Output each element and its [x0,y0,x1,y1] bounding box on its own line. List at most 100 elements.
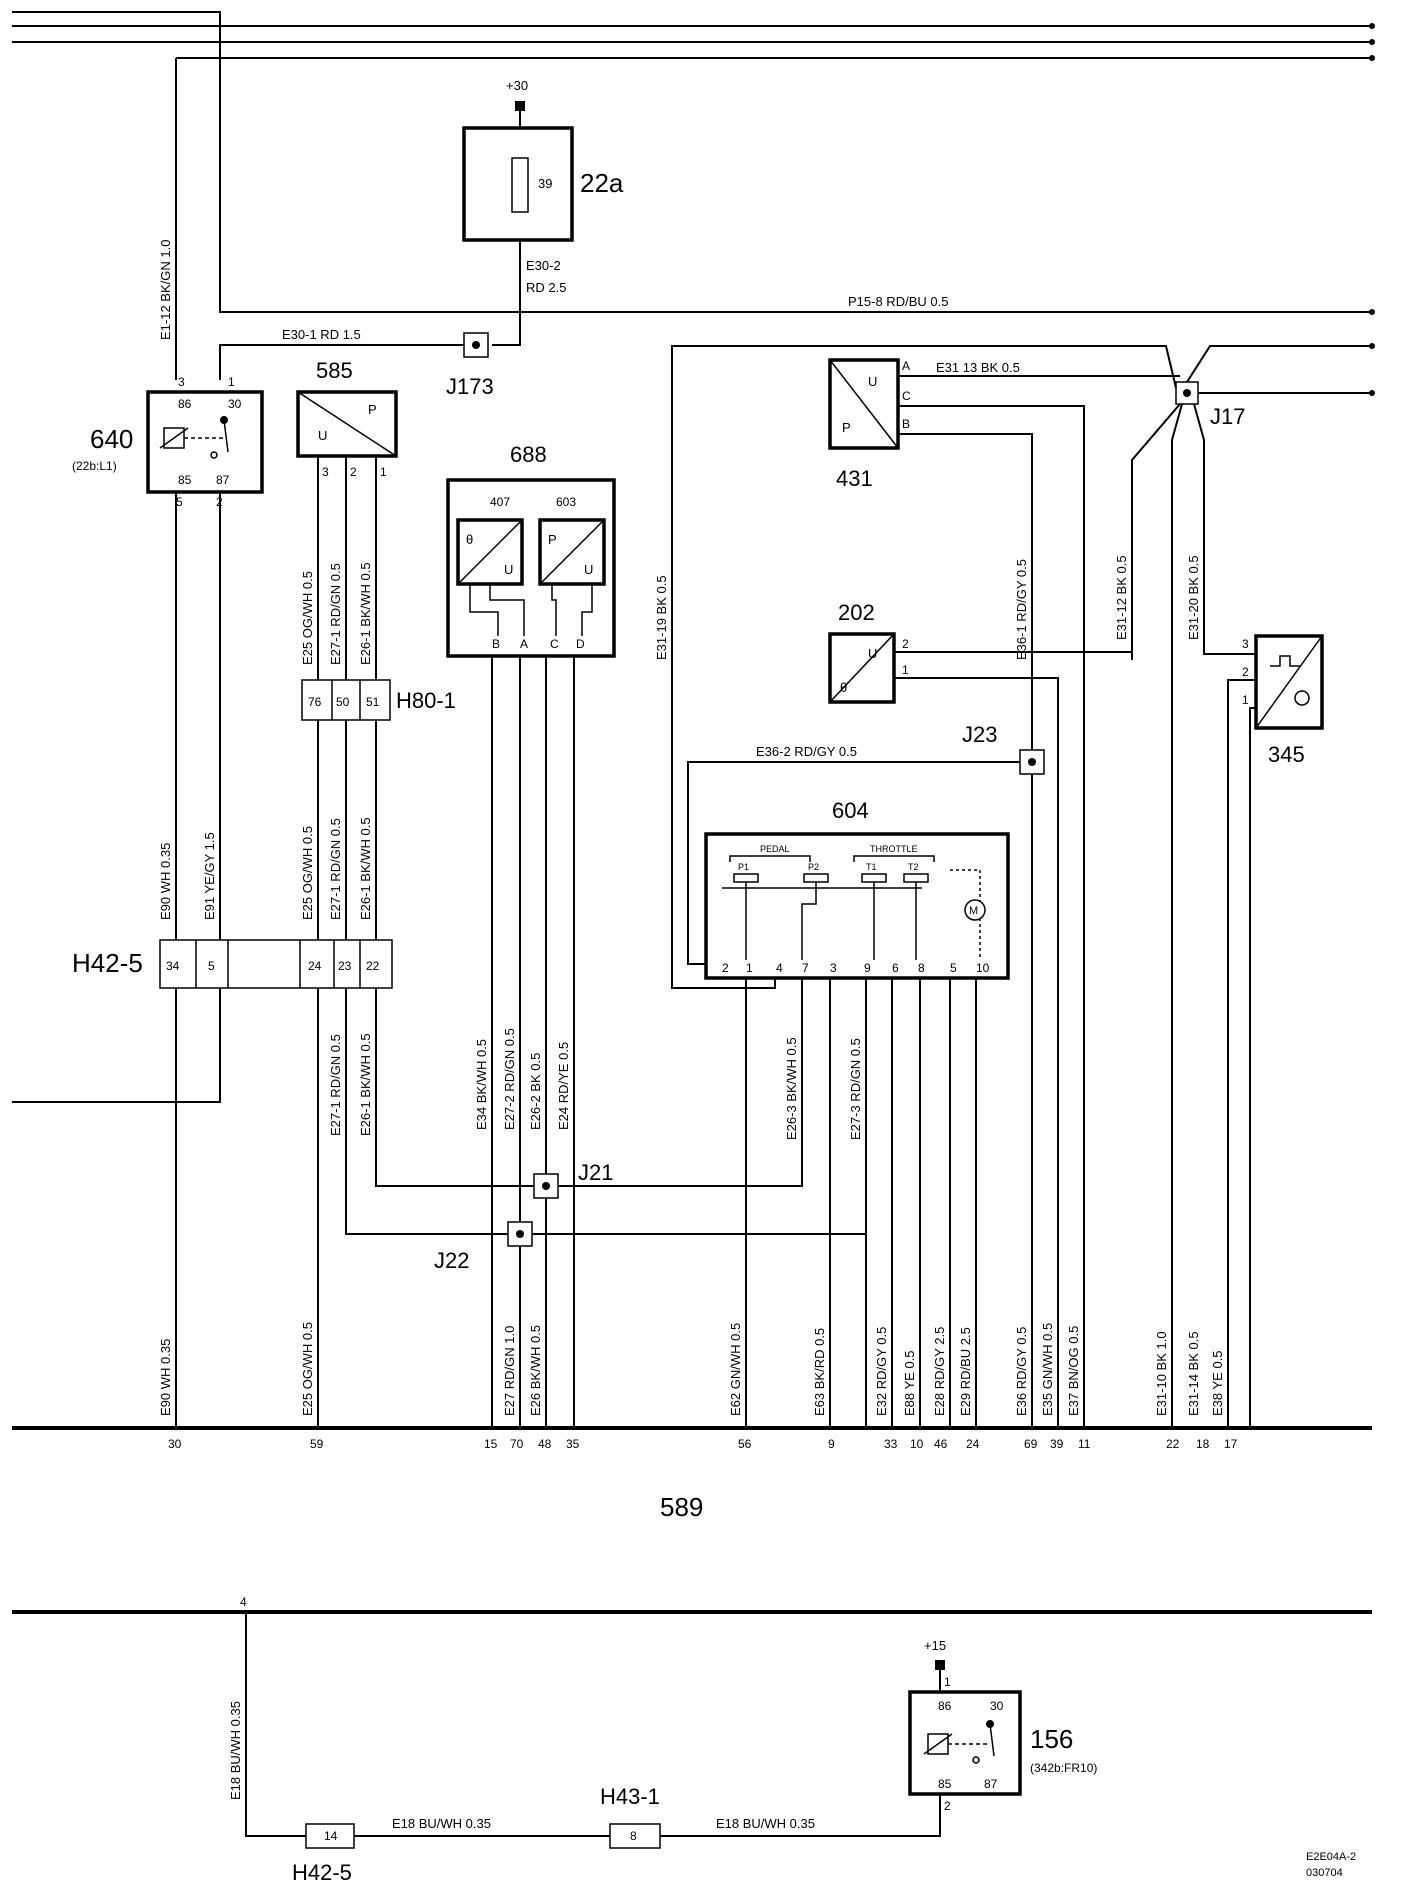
svg-text:48: 48 [538,1437,552,1451]
svg-text:U: U [868,374,877,389]
wire-label: E31-20 BK 0.5 [1186,555,1201,640]
bus-pin: 4 [240,1595,247,1609]
svg-text:P1: P1 [738,862,749,872]
svg-text:M: M [969,905,978,917]
bus-pin-numbers: 30 59 15 70 48 35 56 9 33 10 46 24 69 39… [168,1437,1238,1451]
svg-text:J22: J22 [434,1248,469,1273]
svg-text:B: B [902,417,910,431]
svg-text:202: 202 [838,600,875,625]
svg-text:θ: θ [466,532,473,547]
svg-text:8: 8 [918,961,925,975]
svg-text:87: 87 [984,1777,998,1791]
svg-text:69: 69 [1024,1437,1038,1451]
wire-label: E27-1 RD/GN 0.5 [328,818,343,920]
svg-text:33: 33 [884,1437,898,1451]
wire-label: E31 13 BK 0.5 [936,360,1020,375]
wire-label: E88 YE 0.5 [902,1350,917,1416]
wire-label: E25 OG/WH 0.5 [300,571,315,665]
svg-text:A: A [902,359,910,373]
wire-label: E26-1 BK/WH 0.5 [358,817,373,920]
wire-label: E27-1 RD/GN 0.5 [328,1034,343,1136]
wire-label: E26-2 BK 0.5 [528,1053,543,1130]
svg-text:J21: J21 [578,1160,613,1185]
svg-text:T1: T1 [866,862,877,872]
svg-text:156: 156 [1030,1724,1073,1754]
wire-label: E18 BU/WH 0.35 [228,1701,243,1800]
svg-text:5: 5 [176,495,183,509]
wire-e30-1 [219,344,464,380]
svg-text:THROTTLE: THROTTLE [870,844,918,854]
svg-text:24: 24 [308,959,322,973]
svg-text:H42-5: H42-5 [72,948,143,978]
svg-text:P: P [548,532,557,547]
wire-label: E90 WH 0.35 [158,1339,173,1416]
wire-label: P15-8 RD/BU 0.5 [848,294,948,309]
svg-text:P: P [368,402,377,417]
svg-text:22: 22 [366,959,380,973]
svg-text:11: 11 [1078,1437,1091,1451]
wire-label: E26-1 BK/WH 0.5 [358,562,373,665]
svg-text:1: 1 [902,663,909,677]
svg-text:3: 3 [830,961,837,975]
wire-label: E63 BK/RD 0.5 [812,1328,827,1416]
wire-label: E29 RD/BU 2.5 [958,1327,973,1416]
svg-text:J17: J17 [1210,404,1245,429]
svg-text:C: C [550,637,559,651]
svg-text:1: 1 [944,1675,951,1689]
wire-label: E36-1 RD/GY 0.5 [1014,559,1029,660]
svg-text:70: 70 [510,1437,524,1451]
wire-label: E31-19 BK 0.5 [654,575,669,660]
svg-text:PEDAL: PEDAL [760,844,790,854]
svg-text:C: C [902,389,911,403]
svg-text:431: 431 [836,466,873,491]
throttle-body-604: 604 PEDAL THROTTLE P1 P2 T1 T2 M 2 1 4 7… [704,798,1010,980]
junction-j173: J173 [446,332,494,399]
svg-text:H42-5: H42-5 [292,1860,352,1885]
wire-label: E36-2 RD/GY 0.5 [756,744,857,759]
svg-text:18: 18 [1196,1437,1210,1451]
svg-text:(342b:FR10): (342b:FR10) [1030,1761,1097,1775]
svg-text:P2: P2 [808,862,819,872]
svg-text:76: 76 [308,695,322,709]
svg-text:85: 85 [178,473,192,487]
svg-text:H80-1: H80-1 [396,688,456,713]
svg-text:3: 3 [178,375,185,389]
junction-j17: J17 [1175,381,1245,429]
wire-label: E32 RD/GY 0.5 [874,1327,889,1416]
svg-text:86: 86 [938,1699,952,1713]
svg-text:T2: T2 [908,862,919,872]
svg-text:8: 8 [630,1829,637,1843]
svg-text:(22b:L1): (22b:L1) [72,459,117,473]
svg-text:30: 30 [168,1437,182,1451]
svg-text:θ: θ [840,680,847,695]
svg-text:51: 51 [366,695,380,709]
svg-text:17: 17 [1224,1437,1238,1451]
wire-label: E26-1 BK/WH 0.5 [358,1033,373,1136]
svg-text:34: 34 [166,959,180,973]
svg-text:2: 2 [902,637,909,651]
junction-j21: J21 [533,1160,613,1199]
svg-text:3: 3 [322,465,329,479]
svg-text:39: 39 [1050,1437,1064,1451]
sensor-585: 585 U P 3 2 1 [296,358,398,479]
svg-text:56: 56 [738,1437,752,1451]
wire-label: E30-2 [526,258,561,273]
wire-label: E27-2 RD/GN 0.5 [502,1028,517,1130]
wire-label: RD 2.5 [526,280,566,295]
wire-label: E37 BN/OG 0.5 [1066,1326,1081,1416]
svg-text:407: 407 [490,495,510,509]
svg-text:J23: J23 [962,722,997,747]
svg-text:1: 1 [1242,693,1249,707]
svg-text:15: 15 [484,1437,498,1451]
wire-label: E26 BK/WH 0.5 [528,1325,543,1416]
svg-text:2: 2 [350,465,357,479]
svg-text:U: U [584,562,593,577]
svg-text:604: 604 [832,798,869,823]
svg-text:9: 9 [864,961,871,975]
svg-text:46: 46 [934,1437,948,1451]
svg-text:603: 603 [556,495,576,509]
svg-text:24: 24 [966,1437,980,1451]
sensor-431: U P A C B 431 [828,358,911,491]
svg-text:85: 85 [938,1777,952,1791]
svg-text:U: U [504,562,513,577]
